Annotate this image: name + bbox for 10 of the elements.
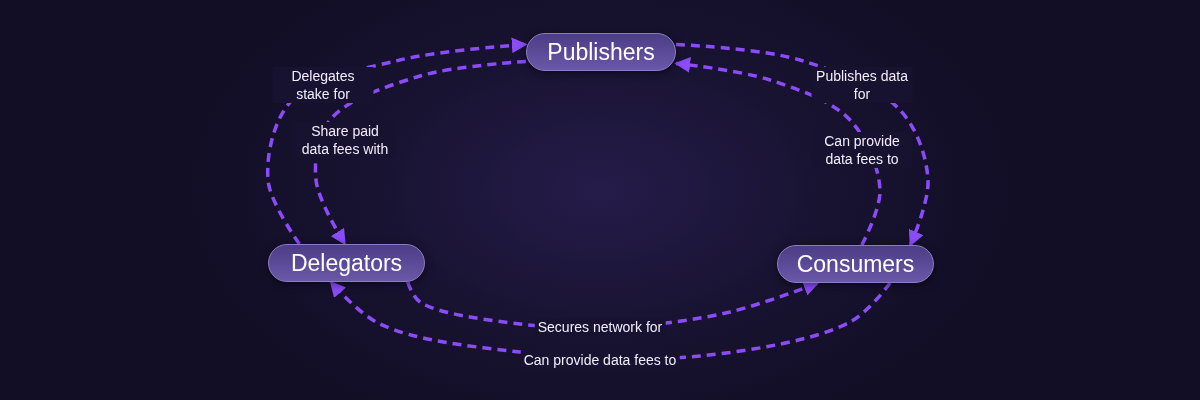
edge-label: Can provide data fees to (520, 351, 680, 369)
dashed-arrow (313, 59, 527, 246)
edge-label: Publishes data for (811, 67, 913, 103)
edge-label: Delegates stake for (272, 67, 374, 103)
role-pill: Publishers (526, 33, 676, 71)
edge-label: Share paid data fees with (294, 122, 396, 158)
role-pill: Delegators (268, 244, 425, 282)
edge-label: Can provide data fees to (811, 132, 913, 168)
role-pill: Consumers (777, 245, 934, 283)
dashed-arrow (674, 57, 882, 246)
